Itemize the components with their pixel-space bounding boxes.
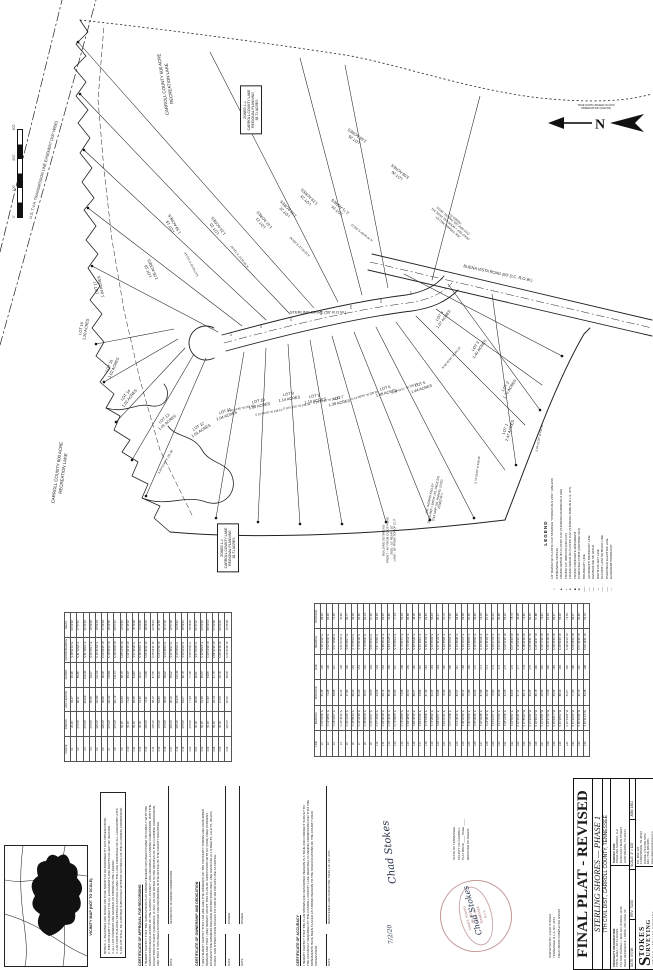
map-label: N 63°05'12" E 268.90': [288, 235, 311, 258]
vicinity-map: [4, 845, 88, 967]
firm-logo-top: TOKES: [636, 925, 646, 957]
map-label: STERLING DRIVE (50' R.O.W.): [289, 309, 347, 315]
scalebar-labels: 0'100'200'300': [12, 124, 16, 218]
map-label: S 12°40'40" W 248.12': [254, 407, 283, 417]
firm-logo-bottom: URVEYING: [645, 919, 652, 957]
signature-line: DATE: [167, 934, 174, 966]
legend-title: LEGEND: [543, 520, 548, 546]
signature-line: DATE: [238, 934, 245, 966]
north-arrow-icon: N: [548, 113, 644, 132]
map-label: N 47°02'33" E 212.64': [183, 251, 200, 278]
signature-line: DATE: [325, 934, 332, 966]
legend-item: - - -EASEMENT BOUNDARY: [609, 544, 614, 591]
subdivision-name: STERLING SHORES — PHASE 1: [591, 779, 603, 969]
legend-item: ○1/2" REBAR W/ PLASTIC CAP STAMPED "STOK…: [550, 478, 559, 591]
title-block: FINAL PLAT - REVISED STERLING SHORES — P…: [573, 778, 653, 970]
map-label: S 80°22'40" E 155.08': [156, 448, 174, 475]
plat-title: FINAL PLAT - REVISED: [575, 790, 591, 958]
map-label: U.S. T.V.A. TRANSMISSION LINE EASEMENT (…: [28, 120, 59, 220]
signature-line: SECRETARY, PLANNING COMMISSION: [167, 786, 174, 924]
signature-line: OWNER: [224, 786, 231, 924]
vicinity-map-art: [4, 845, 88, 967]
scalebar-band: [17, 129, 23, 218]
firm-logo: S TOKES URVEYING LIMITED LIABILITY COMPA…: [634, 866, 653, 969]
map-label: N 31°26'05" W 236.80': [350, 389, 379, 402]
firm-logo-big-s: S: [634, 956, 653, 966]
map-label: C3: [289, 317, 294, 321]
legend-items: ○1/2" REBAR W/ PLASTIC CAP STAMPED "STOK…: [550, 468, 614, 598]
graphic-scale-bar: 0'100'200'300': [12, 118, 23, 218]
map-label: S 74°15'09" W 188.46': [473, 455, 482, 484]
map-label: S 18°13'25" W 239.04': [282, 401, 311, 411]
map-label: N 70°44'58" E 305.11': [349, 222, 374, 243]
signature-line: REGISTERED LAND SURVEYOR, TENN. LIC. NO.…: [325, 786, 332, 924]
map-label: N 58°42'18" W 301.22': [440, 345, 462, 370]
north-letter: N: [595, 117, 605, 132]
map-label: BUENA VISTA ROAD (60' D.C. R.O.W.): [463, 263, 533, 283]
map-label: N 55°21'47" E 224.05': [229, 244, 250, 269]
signature-line: DATE: [224, 934, 231, 966]
legend: LEGEND ○1/2" REBAR W/ PLASTIC CAP STAMPE…: [543, 468, 614, 598]
map-label: C6: [379, 299, 384, 303]
map-label: C4: [319, 311, 324, 315]
map-label: C5: [349, 305, 354, 309]
map-label: C1: [229, 332, 234, 336]
map-label: BUILDING SETBACKS:FRONT - 40' FROM C/L O…: [381, 516, 397, 564]
map-label: C7: [409, 291, 414, 295]
vicinity-map-label: VICINITY MAP (NOT TO SCALE): [89, 878, 93, 936]
map-label: S 84°12'30" W 412.40': [534, 423, 545, 452]
notes-box: NOTES: 1. BEARINGS ARE BASED ON TRUE NOR…: [100, 792, 126, 958]
map-label: C2: [259, 324, 264, 328]
signature-line: OWNER: [238, 786, 245, 924]
jurisdiction: 7TH CIVIL DIST., CARROLL COUNTY, TENNESS…: [602, 779, 610, 969]
